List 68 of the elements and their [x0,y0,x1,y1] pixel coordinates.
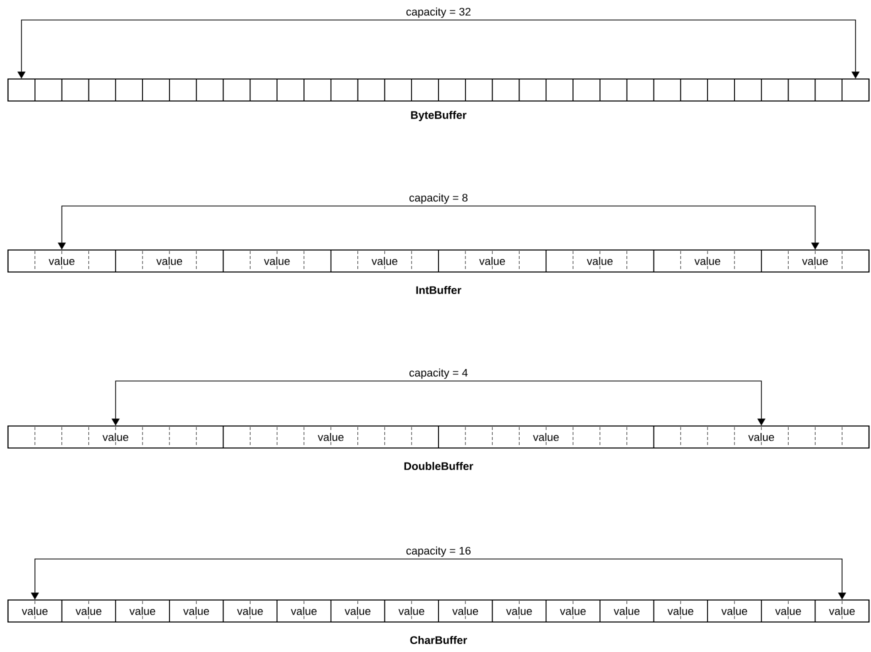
buffer-name: ByteBuffer [411,110,466,122]
byte-cell [465,78,493,102]
value-cell: value [384,600,439,622]
byte-cell [142,78,170,102]
byte-cell [653,78,682,102]
value-cell: value [115,600,170,622]
byte-cell [842,78,870,102]
value-cell: value [61,600,116,622]
value-cell: value [330,600,386,622]
byte-cell [707,78,735,102]
value-cell: value [222,250,332,272]
byte-cell [411,78,439,102]
value-cell: value [600,600,654,622]
value-cell: value [8,250,116,272]
edge-label: capacity = 16 [404,546,472,558]
byte-cell [626,78,654,102]
byte-cell [34,78,62,102]
value-cell: value [707,600,762,622]
buffer-name: CharBuffer [410,636,468,644]
value-cell: value [169,600,224,622]
byte-cell [734,78,762,102]
byte-cell [572,78,600,102]
byte-cell [196,78,224,102]
byte-cell [276,78,304,102]
byte-cell [680,78,708,102]
byte-cell [546,78,574,102]
byte-cell [330,78,358,102]
value-cell: value [546,600,600,622]
byte-cell [61,78,90,102]
value-cell: value [8,600,62,622]
value-cell: value [653,250,762,272]
buffer-name: IntBuffer [416,286,462,294]
edge-label: capacity = 32 [404,6,472,19]
value-cell: value [653,426,870,448]
byte-cell [600,78,628,102]
byte-cell [760,78,789,102]
byte-cell [518,78,547,102]
value-cell: value [492,600,547,622]
value-cell: value [222,426,439,448]
value-cell: value [546,250,654,272]
value-cell: value [438,250,547,272]
value-cell: value [760,600,816,622]
value-cell: value [760,250,870,272]
value-cell: value [8,426,224,448]
byte-cell [169,78,197,102]
byte-cell [814,78,842,102]
value-cell: value [438,426,654,448]
edge-label: capacity = 8 [408,192,469,205]
byte-cell [250,78,278,102]
byte-cell [438,78,466,102]
byte-cell [8,78,36,102]
byte-cell [304,78,332,102]
value-cell: value [438,600,493,622]
byte-cell [384,78,412,102]
byte-cell [788,78,816,102]
value-cell: value [330,250,439,272]
buffer-name: DoubleBuffer [404,462,474,470]
edge-label: capacity = 4 [408,368,469,380]
value-cell: value [222,600,278,622]
byte-cell [492,78,520,102]
byte-cell [357,78,386,102]
value-cell: value [276,600,332,622]
byte-cell [222,78,251,102]
value-cell: value [115,250,224,272]
value-cell: value [653,600,708,622]
value-cell: value [814,600,870,622]
byte-cell [88,78,116,102]
byte-cell [115,78,143,102]
